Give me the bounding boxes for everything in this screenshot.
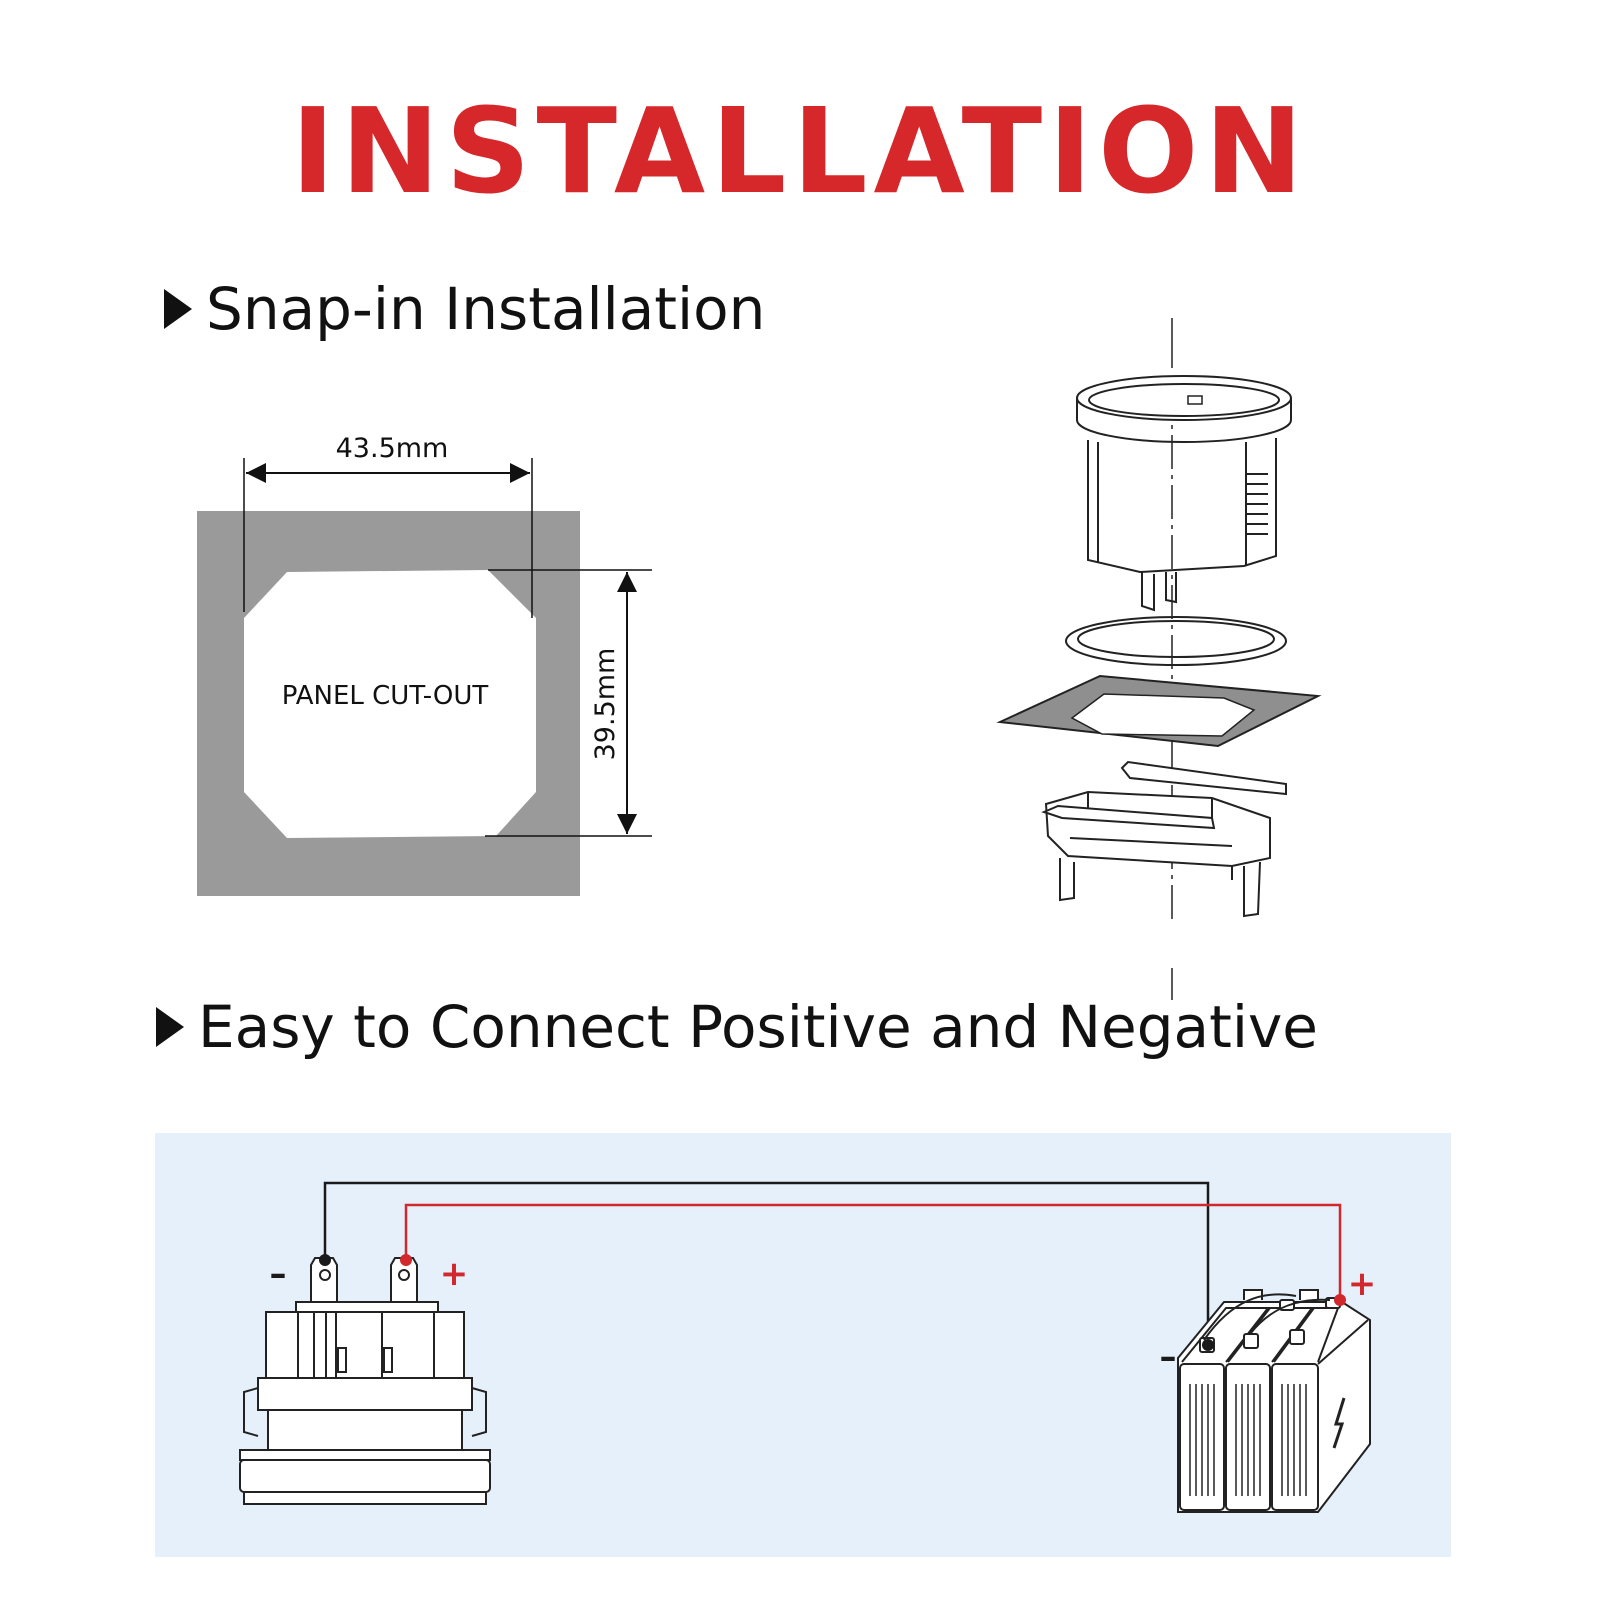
meter-negative-symbol: –	[270, 1254, 287, 1294]
panel-cutout-diagram: 43.5mm 39.5mm PANEL CUT-OUT	[197, 433, 652, 896]
width-dimension-label: 43.5mm	[336, 433, 449, 464]
meter-negative-terminal-dot	[319, 1254, 331, 1266]
connect-heading-text: Easy to Connect Positive and Negative	[198, 993, 1318, 1061]
play-triangle-icon	[164, 288, 192, 329]
lightning-bolt-icon	[1332, 1397, 1346, 1449]
section-heading-snap-in: Snap-in Installation	[164, 280, 765, 338]
panel-cutout-hole	[244, 570, 536, 838]
panel-cutout-label: PANEL CUT-OUT	[282, 681, 489, 711]
exploded-assembly-view	[996, 318, 1322, 1000]
mounting-bracket	[1041, 760, 1287, 918]
play-triangle-icon	[156, 1006, 184, 1047]
positive-wire	[404, 1203, 1342, 1300]
negative-wire	[323, 1181, 1210, 1345]
meter-positive-terminal-dot	[400, 1254, 412, 1266]
meter-body	[1076, 375, 1292, 612]
battery-positive-symbol: +	[1348, 1264, 1377, 1304]
page-title: INSTALLATION	[290, 82, 1310, 220]
meter-positive-symbol: +	[440, 1254, 469, 1294]
panel-plate-3d	[996, 674, 1322, 748]
height-dimension-label: 39.5mm	[590, 648, 621, 761]
battery-positive-terminal-dot	[1334, 1294, 1346, 1306]
snap-in-heading-text: Snap-in Installation	[206, 275, 766, 343]
section-heading-connect: Easy to Connect Positive and Negative	[156, 998, 1318, 1056]
battery-negative-terminal-dot	[1202, 1339, 1214, 1351]
battery	[1177, 1289, 1371, 1513]
battery-negative-symbol: –	[1160, 1337, 1177, 1377]
wiring-diagram: – + – +	[155, 1133, 1451, 1557]
sealing-ring	[1065, 616, 1287, 666]
meter-side-view	[239, 1257, 491, 1505]
